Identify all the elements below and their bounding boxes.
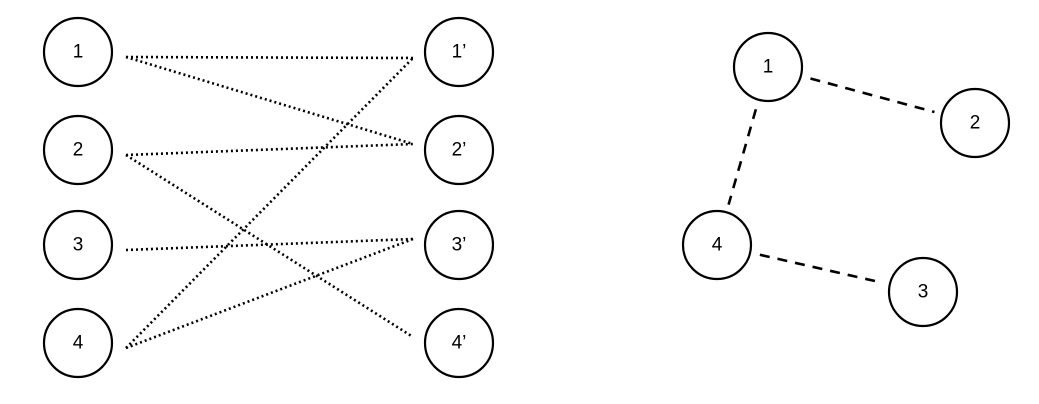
bipartite-right-node-r2: 2’ <box>423 114 495 186</box>
node-label: 1 <box>73 42 84 63</box>
node-circle <box>42 16 114 88</box>
node-label: 2 <box>970 113 981 134</box>
node-circle <box>42 114 114 186</box>
graph-node-g4: 4 <box>681 209 753 281</box>
node-label: 3 <box>73 235 84 256</box>
graph-node-g1: 1 <box>732 31 804 103</box>
edge-l3-r3 <box>125 237 414 252</box>
edge-l1-r2 <box>125 55 414 146</box>
node-circle <box>423 16 495 88</box>
nodes-layer: 1 2 3 4 1’ 2’ 3’ 4’ 1 2 4 3 <box>42 16 1011 379</box>
node-label: 3 <box>918 282 929 303</box>
bipartite-left-node-l2: 2 <box>42 114 114 186</box>
bipartite-left-node-l4: 4 <box>42 307 114 379</box>
node-label: 2’ <box>452 140 467 161</box>
node-label: 4’ <box>452 333 467 354</box>
node-circle <box>423 114 495 186</box>
edge-g4-g3 <box>759 253 883 284</box>
node-circle <box>42 307 114 379</box>
node-label: 3’ <box>452 235 467 256</box>
bipartite-right-node-r1: 1’ <box>423 16 495 88</box>
graph-node-g3: 3 <box>887 256 959 328</box>
edge-l4-r3 <box>125 237 414 350</box>
node-circle <box>887 256 959 328</box>
node-label: 4 <box>712 235 723 256</box>
edge-g1-g2 <box>810 77 935 114</box>
node-label: 2 <box>73 140 84 161</box>
bipartite-right-node-r4: 4’ <box>423 307 495 379</box>
edge-l4-r1 <box>125 57 414 349</box>
edge-l2-r2 <box>125 142 414 157</box>
bipartite-left-node-l1: 1 <box>42 16 114 88</box>
edge-l2-r4 <box>125 153 414 339</box>
node-circle <box>423 307 495 379</box>
edge-g1-g4 <box>727 108 758 205</box>
node-circle <box>681 209 753 281</box>
edge-l1-r1 <box>125 55 414 60</box>
node-label: 4 <box>73 333 84 354</box>
edges-layer <box>125 55 935 350</box>
node-circle <box>42 209 114 281</box>
node-circle <box>939 87 1011 159</box>
node-label: 1’ <box>452 42 467 63</box>
bipartite-left-node-l3: 3 <box>42 209 114 281</box>
node-circle <box>732 31 804 103</box>
node-label: 1 <box>763 57 774 78</box>
node-circle <box>423 209 495 281</box>
bipartite-right-node-r3: 3’ <box>423 209 495 281</box>
graph-node-g2: 2 <box>939 87 1011 159</box>
